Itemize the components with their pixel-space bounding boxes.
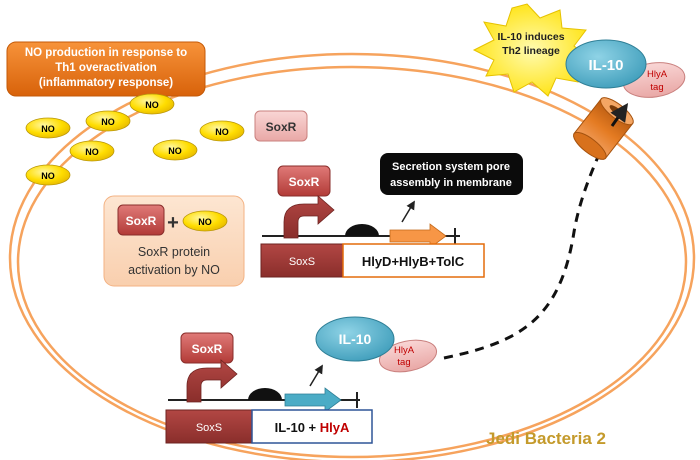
- svg-text:SoxS: SoxS: [289, 256, 315, 268]
- operon-2: SoxR SoxS IL-10 + HlyA: [165, 332, 373, 444]
- svg-text:SoxR: SoxR: [266, 120, 297, 134]
- no-production-line2: Th1 overactivation: [55, 62, 157, 74]
- no-molecule: NO: [129, 93, 175, 115]
- svg-text:NO: NO: [198, 217, 212, 227]
- svg-text:NO: NO: [85, 147, 99, 157]
- gene-arrow-1: [389, 223, 447, 249]
- no-production-box: NO production in response to Th1 overact…: [6, 41, 206, 97]
- operon-1: SoxR SoxS HlyD+HlyB+TolC: [260, 165, 485, 278]
- svg-text:SoxR: SoxR: [192, 342, 223, 356]
- no-production-line1: NO production in response to: [25, 47, 187, 59]
- no-molecule: NO: [25, 117, 71, 139]
- soxr-activation-box: SoxR + NO SoxR protein activation by NO: [103, 195, 245, 287]
- svg-text:SoxR: SoxR: [289, 175, 320, 189]
- svg-text:SoxS: SoxS: [196, 422, 222, 434]
- no-molecule: NO: [69, 140, 115, 162]
- no-molecule: NO: [152, 139, 198, 161]
- secretion-pore: [573, 97, 634, 160]
- no-molecule: NO: [199, 120, 245, 142]
- promoter-arrow-1: [283, 195, 335, 239]
- svg-text:NO: NO: [168, 146, 182, 156]
- svg-text:tag: tag: [650, 82, 663, 93]
- gene-arrow-2: [284, 387, 342, 413]
- starburst-line2: Th2 lineage: [502, 45, 560, 57]
- svg-text:SoxR: SoxR: [126, 214, 157, 228]
- genes-box-1: [342, 243, 485, 278]
- no-production-line3: (inflammatory response): [39, 77, 173, 89]
- no-molecule: NO: [85, 110, 131, 132]
- svg-text:tag: tag: [397, 357, 410, 368]
- cell-membrane-outer: [8, 52, 696, 460]
- svg-text:NO: NO: [101, 117, 115, 127]
- soxr-bound-1: [277, 165, 331, 197]
- plus-sign: +: [167, 212, 179, 234]
- svg-text:IL-10: IL-10: [588, 57, 623, 74]
- promoter-arrow-2: [186, 359, 238, 403]
- soxr-activation-line1: SoxR protein: [138, 245, 210, 259]
- soxs-box-1: [260, 243, 344, 278]
- no-molecule: NO: [25, 164, 71, 186]
- il10-th2-starburst: IL-10 induces Th2 lineage: [472, 3, 592, 97]
- soxr-activation-line2: activation by NO: [128, 263, 220, 277]
- secretion-line1: Secretion system pore: [392, 161, 510, 173]
- no-molecule: [182, 210, 228, 232]
- no-molecules: NO NO NO NO NO NO NO: [25, 93, 245, 186]
- secretion-callout: Secretion system pore assembly in membra…: [380, 153, 523, 195]
- soxr-active-chip: [117, 204, 165, 236]
- rbs-dome-1: [345, 224, 379, 236]
- svg-text:IL-10 + HlyA: IL-10 + HlyA: [275, 420, 350, 435]
- svg-text:NO: NO: [41, 124, 55, 134]
- rbs-dome-2: [248, 388, 282, 400]
- svg-text:HlyD+HlyB+TolC: HlyD+HlyB+TolC: [362, 254, 465, 269]
- starburst-line1: IL-10 induces: [497, 31, 564, 43]
- soxr-bound-2: [180, 332, 234, 364]
- il10-protein-inside: HlyA tag IL-10: [315, 316, 438, 373]
- soxr-inactive: SoxR: [254, 110, 308, 142]
- svg-text:IL-10: IL-10: [339, 331, 372, 347]
- svg-text:HlyA: HlyA: [394, 345, 415, 356]
- svg-text:NO: NO: [41, 171, 55, 181]
- secretion-line2: assembly in membrane: [390, 177, 512, 189]
- genes-box-2: [251, 409, 373, 444]
- svg-text:NO: NO: [145, 100, 159, 110]
- il10-protein-outside: HlyA tag IL-10: [565, 39, 686, 98]
- svg-text:HlyA: HlyA: [647, 69, 668, 80]
- cell-membrane-inner: [16, 65, 688, 459]
- svg-text:NO: NO: [215, 127, 229, 137]
- transport-path: [443, 125, 614, 360]
- diagram-title: Jedi Bacteria 2: [486, 429, 606, 448]
